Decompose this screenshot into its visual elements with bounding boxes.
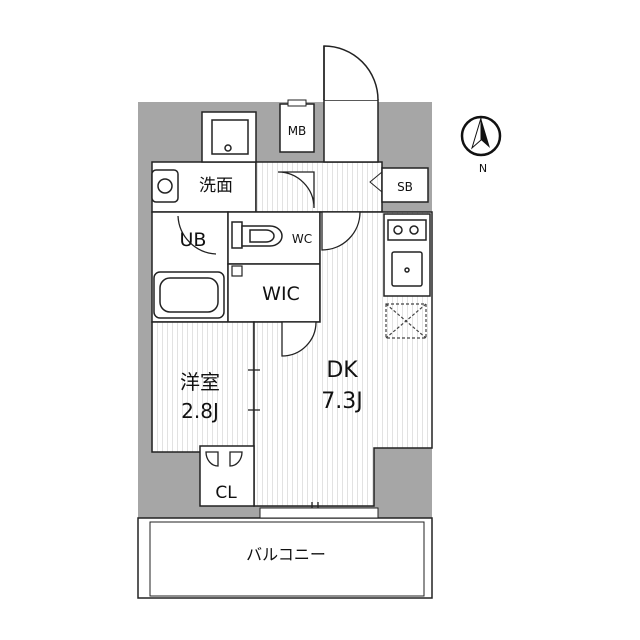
bathtub — [153, 271, 225, 319]
shoe-box: SB — [369, 167, 429, 203]
north-arrow-icon — [481, 118, 490, 148]
shoe-box-label: SB — [397, 180, 413, 194]
balcony — [137, 507, 433, 599]
kitchen-counter — [383, 213, 431, 297]
toilet-label: WC — [292, 232, 312, 246]
toilet-fixture — [231, 221, 283, 249]
washroom-label: 洗面 — [199, 176, 233, 196]
dk-name: DK — [326, 358, 358, 383]
compass-north-label: N — [479, 162, 487, 175]
meter-box: MB — [279, 99, 315, 153]
compass: N — [460, 115, 502, 175]
western-room-size: 2.8J — [181, 399, 219, 423]
western-room-name: 洋室 — [180, 370, 220, 394]
pipe-shaft — [231, 265, 243, 277]
fridge-space — [385, 303, 427, 339]
interior-doors[interactable] — [177, 171, 361, 467]
laundry-pan — [201, 111, 257, 163]
entrance-floor — [255, 161, 383, 213]
wic-label: WIC — [262, 283, 300, 305]
closet-label: CL — [215, 483, 237, 503]
balcony-label: バルコニー — [246, 545, 326, 564]
room-labels: 洗面 UB WC WIC 洋室 2.8J DK 7.3J CL バルコニー — [180, 176, 363, 564]
entry-door[interactable] — [323, 45, 379, 163]
dk-size: 7.3J — [321, 389, 362, 414]
washbasin — [151, 169, 179, 203]
meter-box-label: MB — [288, 124, 307, 138]
unit-bath-label: UB — [180, 229, 207, 251]
